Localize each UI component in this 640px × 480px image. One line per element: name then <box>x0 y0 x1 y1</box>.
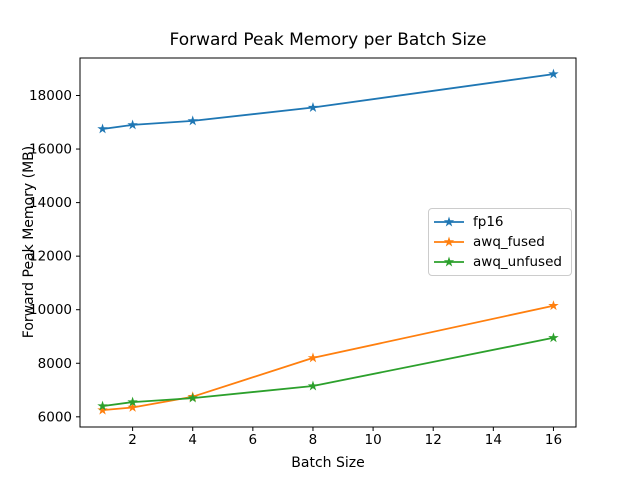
legend-line-star-icon <box>434 236 464 247</box>
legend-label: awq_fused <box>473 234 545 250</box>
x-tick-label: 12 <box>425 432 442 448</box>
series-line <box>102 336 554 407</box>
star-marker-icon <box>307 380 319 391</box>
x-tick-label: 2 <box>128 432 137 448</box>
legend-item-awq_fused: awq_fused <box>434 232 565 252</box>
star-marker-icon <box>127 119 138 130</box>
x-axis-label: Batch Size <box>291 455 365 471</box>
x-tick-label: 8 <box>309 432 318 448</box>
y-tick-label: 10000 <box>29 302 72 318</box>
y-tick-label: 8000 <box>38 356 72 372</box>
star-marker-icon <box>548 332 559 343</box>
series-awq_unfused <box>97 332 559 411</box>
legend-line-star-icon <box>434 216 464 227</box>
star-marker-icon <box>307 352 319 363</box>
x-axis-ticks: 2 4 6 8 10 12 14 16 <box>128 427 562 448</box>
star-marker-icon <box>97 123 108 134</box>
y-tick-label: 16000 <box>29 142 72 158</box>
y-axis-ticks: 6000 8000 10000 12000 14000 16000 18000 <box>29 88 80 425</box>
star-marker-icon <box>187 115 198 126</box>
y-tick-label: 12000 <box>29 249 72 265</box>
chart-title: Forward Peak Memory per Batch Size <box>169 30 487 50</box>
star-marker-icon <box>548 300 559 311</box>
star-marker-icon <box>127 401 138 412</box>
legend-label: fp16 <box>473 214 504 230</box>
star-marker-icon <box>97 400 108 411</box>
legend: fp16 awq_fused awq_unfused <box>428 208 572 276</box>
legend-label: awq_unfused <box>473 254 562 270</box>
legend-item-awq_unfused: awq_unfused <box>434 252 565 272</box>
star-marker-icon <box>548 68 559 79</box>
axes-frame <box>79 57 577 428</box>
y-axis-label: Forward Peak Memory (MB) <box>21 145 37 339</box>
x-tick-label: 10 <box>364 432 381 448</box>
x-tick-label: 16 <box>545 432 562 448</box>
series-fp16 <box>97 68 559 134</box>
x-tick-label: 6 <box>249 432 258 448</box>
series-line <box>102 73 554 130</box>
y-tick-label: 6000 <box>38 409 72 425</box>
y-tick-label: 14000 <box>29 195 72 211</box>
star-marker-icon <box>187 392 198 403</box>
x-tick-label: 14 <box>485 432 502 448</box>
legend-item-fp16: fp16 <box>434 212 565 232</box>
series-line <box>102 304 554 411</box>
star-marker-icon <box>307 102 319 112</box>
legend-line-star-icon <box>434 256 464 267</box>
series-awq_fused <box>97 300 559 415</box>
star-marker-icon <box>127 396 138 407</box>
x-tick-label: 4 <box>188 432 197 448</box>
star-marker-icon <box>97 404 108 415</box>
y-tick-label: 18000 <box>29 88 72 104</box>
